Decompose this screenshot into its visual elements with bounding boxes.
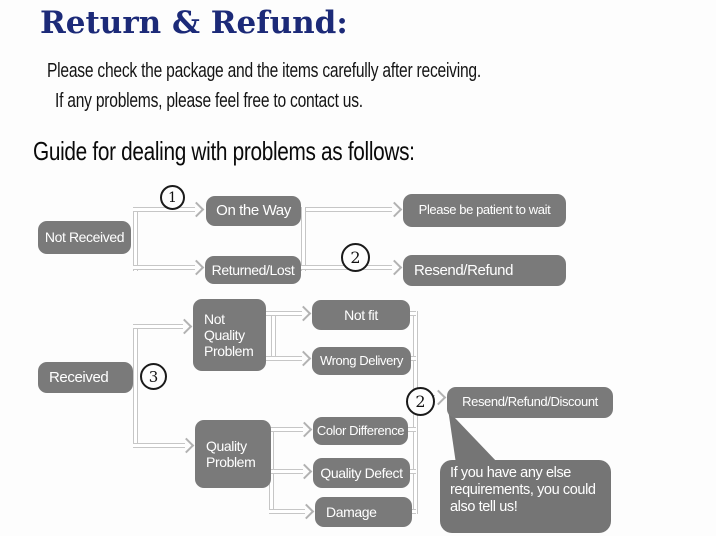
stub-wrong-delivery [407,356,416,361]
stub-not-fit [406,311,416,316]
node-resend-refund-discount: Resend/Refund/Discount [447,387,613,418]
connector-to-not-fit [266,311,302,316]
node-not-received: Not Received [38,221,131,254]
arrowhead-icon [386,201,403,218]
node-on-the-way: On the Way [206,196,301,226]
connector-nqp-fork [271,311,276,361]
connector-to-quality-problem [133,443,185,448]
arrowhead-icon [176,318,193,335]
guide-heading: Guide for dealing with problems as follo… [33,136,415,166]
connector-to-please-wait [300,207,392,212]
node-damage: Damage [315,497,412,527]
node-quality-problem: Quality Problem [195,420,271,488]
arrowhead-icon [295,350,312,367]
connector-to-returned-lost [133,265,195,270]
arrowhead-icon [188,259,205,276]
arrowhead-icon [298,503,315,520]
node-color-difference: Color Difference [313,417,408,445]
stub-quality-defect [406,469,416,474]
arrowhead-icon [295,305,312,322]
connector-to-on-the-way [133,207,195,212]
step-marker-3: 3 [140,363,167,390]
node-resend-refund: Resend/Refund [403,255,566,286]
arrowhead-icon [178,437,195,454]
connector-to-quality-defect [266,469,303,474]
stub-color-difference [404,427,416,432]
bubble-tail [448,411,498,463]
node-quality-defect: Quality Defect [313,458,410,488]
connector-to-wrong-delivery [266,356,302,361]
connector-not-received-branch [133,207,138,271]
arrowhead-icon [296,463,313,480]
connector-ontheway-to-resend [301,207,306,271]
node-not-fit: Not fit [312,300,410,330]
node-wrong-delivery: Wrong Delivery [312,347,411,375]
node-received: Received [38,362,133,393]
page-title: Return & Refund: [40,5,348,41]
step-marker-1: 1 [160,185,185,210]
step-marker-2: 2 [341,243,370,272]
connector-to-damage [269,509,305,514]
stub-damage [408,509,416,514]
node-not-quality-problem: Not Quality Problem [193,299,266,371]
node-please-be-patient: Please be patient to wait [403,194,566,227]
arrowhead-icon [386,259,403,276]
note-bubble: If you have any else requirements, you c… [440,460,611,533]
intro-line-1: Please check the package and the items c… [47,60,481,82]
step-marker-2b: 2 [406,387,435,416]
connector-received-branch [133,324,138,448]
arrowhead-icon [188,201,205,218]
connector-to-color-difference [266,427,303,432]
intro-line-2: If any problems, please feel free to con… [55,90,363,112]
connector-to-not-quality [133,324,183,329]
node-returned-lost: Returned/Lost [205,256,301,284]
arrowhead-icon [296,421,313,438]
